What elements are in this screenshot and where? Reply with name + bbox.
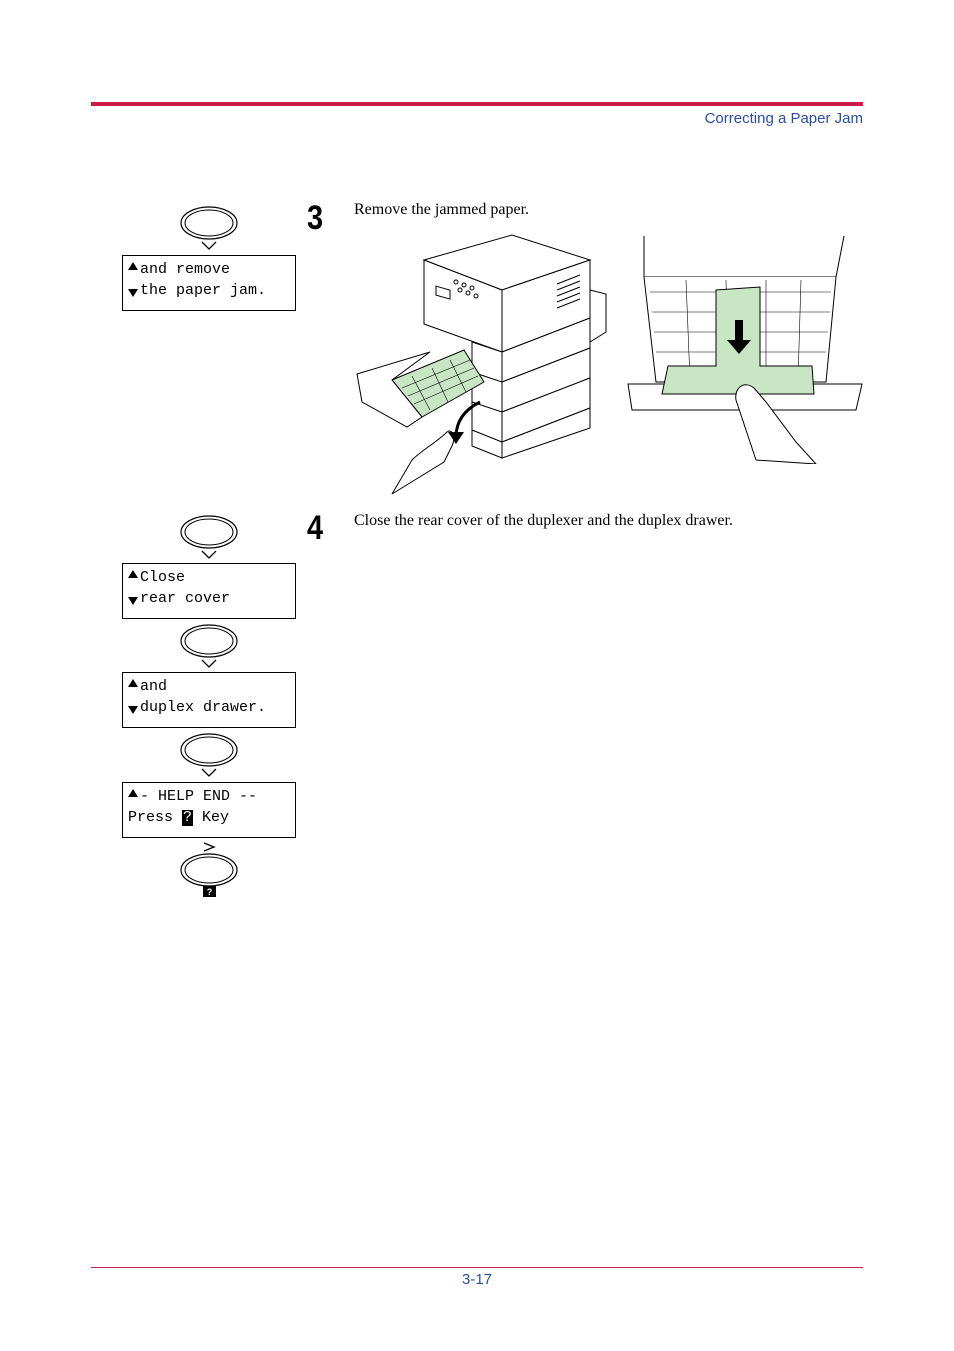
step-4-text: Close the rear cover of the duplexer and… (354, 512, 733, 529)
up-arrow-icon (128, 262, 138, 271)
step-3-number: 3 (307, 199, 324, 237)
page-number: 3-17 (461, 1271, 493, 1288)
up-arrow-icon (128, 570, 138, 579)
lcd-line-1: Close (140, 569, 186, 586)
lcd-panel-close-rear-cover: Close rear cover (122, 563, 296, 619)
lcd-line-2: the paper jam. (140, 282, 267, 299)
lcd-line-2-prefix: Press (128, 809, 183, 826)
down-arrow-icon (128, 289, 138, 298)
lcd-line-2-suffix: Key (193, 809, 230, 826)
printer-jam-illustration (356, 234, 607, 495)
down-key-icon[interactable] (180, 206, 240, 252)
lcd-panel-help-end: - HELP END -- Press ? Key (122, 782, 296, 838)
drawer-paper-removal-illustration (627, 235, 863, 464)
lcd-panel-remove-jam: and remove the paper jam. (122, 255, 296, 311)
header-rule (91, 102, 863, 106)
down-arrow-icon (128, 706, 138, 715)
footer-rule (91, 1267, 863, 1268)
lcd-line-2: rear cover (140, 590, 231, 607)
lcd-line-1: and (140, 678, 168, 695)
section-title: Correcting a Paper Jam (704, 110, 863, 127)
lcd-panel-duplex-drawer: and duplex drawer. (122, 672, 296, 728)
help-key-icon[interactable]: ? (180, 838, 240, 900)
help-key-label: ? (207, 887, 213, 897)
help-key-glyph: ? (182, 809, 194, 826)
lcd-line-1: - HELP END -- (140, 788, 258, 805)
down-key-icon[interactable] (180, 515, 240, 561)
up-arrow-icon (128, 679, 138, 688)
step-3-text: Remove the jammed paper. (354, 201, 530, 218)
up-arrow-icon (128, 789, 138, 798)
lcd-line-1: and remove (140, 261, 231, 278)
down-arrow-icon (128, 597, 138, 606)
lcd-line-2: duplex drawer. (140, 699, 267, 716)
down-key-icon[interactable] (180, 733, 240, 779)
down-key-icon[interactable] (180, 624, 240, 670)
step-4-number: 4 (307, 509, 324, 547)
